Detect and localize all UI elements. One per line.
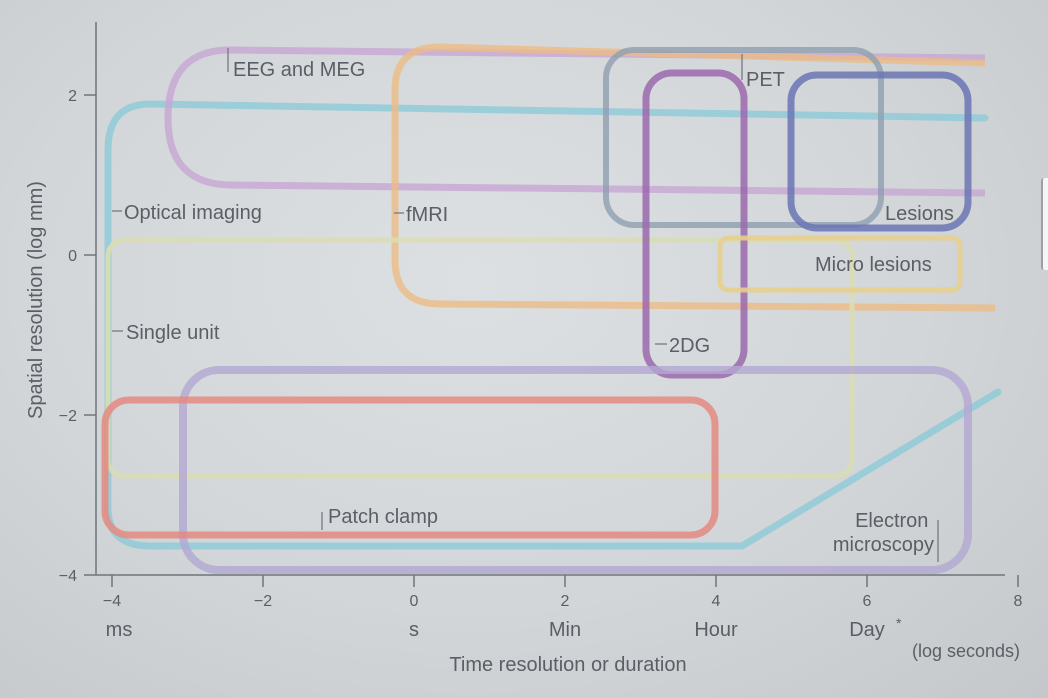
label-electron-microscopy-line: Electron (855, 510, 928, 532)
y-ticks: 2 0 −2 −4 (59, 88, 96, 585)
label-eeg-meg: EEG and MEG (233, 59, 365, 81)
x-tick-unit-label: Min (549, 619, 581, 641)
label-pet: PET (746, 69, 785, 91)
x-tick-unit-label: ms (106, 619, 133, 641)
x-axis-title: Time resolution or duration (449, 654, 686, 676)
label-electron-microscopy: Electron microscopy (833, 510, 934, 556)
y-tick-label: 2 (68, 88, 77, 105)
x-tick-label: −4 (103, 593, 121, 610)
x-tick-label: −2 (254, 593, 272, 610)
eeg-meg-region (164, 46, 986, 197)
label-patch-clamp: Patch clamp (328, 506, 438, 528)
label-electron-microscopy-line: microscopy (833, 534, 934, 556)
label-single-unit: Single unit (126, 322, 220, 344)
electron-microscopy-region (179, 366, 972, 574)
lesions-region (787, 71, 972, 232)
micro-lesions-region (717, 235, 963, 293)
label-optical-imaging: Optical imaging (124, 202, 262, 224)
2dg-region (642, 69, 748, 379)
x-tick-unit-label: Day (849, 619, 885, 641)
technique-regions (101, 43, 1002, 574)
day-marker-icon: * (896, 615, 902, 631)
screen-edge-tab (1041, 178, 1048, 270)
y-tick-label: −2 (59, 408, 77, 425)
optical-imaging-region (104, 100, 1002, 550)
x-tick-label: 8 (1014, 593, 1023, 610)
label-2dg: 2DG (669, 335, 710, 357)
label-leaders (112, 48, 939, 562)
x-axis-unit: (log seconds) (912, 641, 1020, 661)
single-unit-region (105, 237, 855, 479)
x-tick-label: 2 (561, 593, 570, 610)
fmri-region (391, 43, 996, 312)
label-fmri: fMRI (406, 204, 448, 226)
x-tick-label: 6 (863, 593, 872, 610)
y-tick-label: 0 (68, 248, 77, 265)
label-micro-lesions: Micro lesions (815, 254, 932, 276)
x-tick-unit-label: s (409, 619, 419, 641)
patch-clamp-region (101, 396, 719, 539)
x-tick-label: 0 (410, 593, 419, 610)
x-tick-label: 4 (712, 593, 721, 610)
y-tick-label: −4 (59, 568, 77, 585)
y-axis-title: Spatial resolution (log mm) (25, 181, 47, 419)
label-lesions: Lesions (885, 203, 954, 225)
x-tick-unit-label: Hour (694, 619, 738, 641)
